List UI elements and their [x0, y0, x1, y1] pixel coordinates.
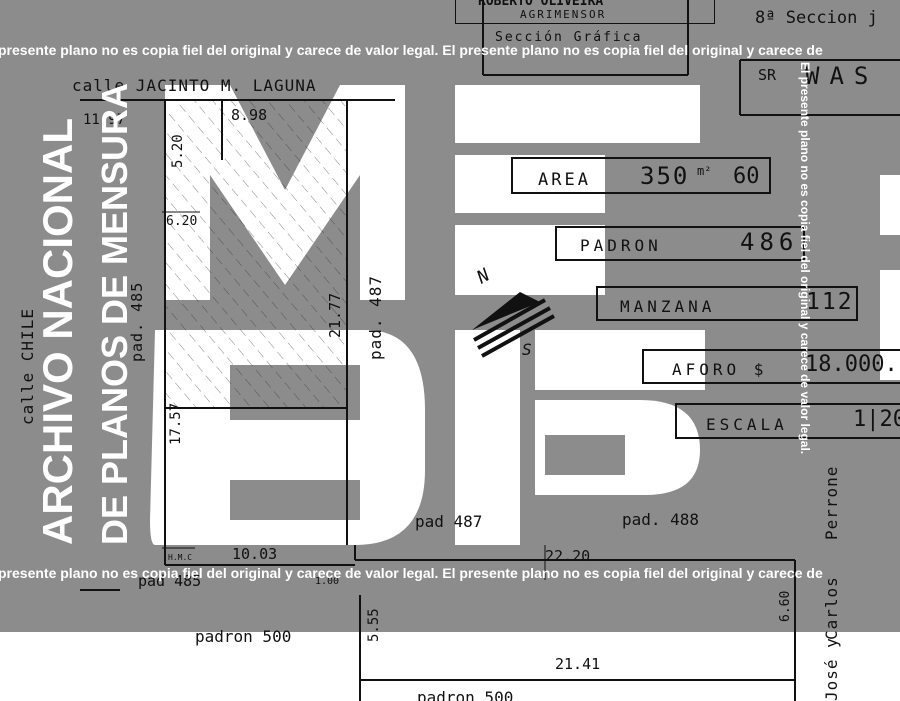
manzana-value: 112: [806, 289, 854, 315]
south-label: S: [522, 340, 532, 359]
watermark-disclaimer-top: presente plano no es copia fiel del orig…: [0, 42, 823, 58]
area-decimals: 60: [733, 164, 760, 189]
neighbor-perrone: Perrone: [822, 465, 841, 540]
escala-label: ESCALA: [706, 415, 788, 434]
area-unit: m²: [697, 164, 712, 178]
watermark-disclaimer-vertical: El presente plano no es copia fiel del o…: [798, 62, 812, 455]
parcel-487-bottom: pad 487: [415, 512, 483, 531]
parcel-485-bottom: pad 485: [138, 572, 202, 590]
owner-name: WAS: [805, 62, 879, 90]
watermark-overlay: [0, 0, 900, 632]
dim-6-60: 6.60: [778, 590, 793, 622]
padron-label: PADRON: [580, 236, 662, 255]
padron-500-a: padron 500: [195, 627, 292, 646]
neighbor-jose: José y: [822, 637, 841, 701]
aforo-value: 18.000.: [805, 352, 898, 377]
street-top: calle JACINTO M. LAGUNA: [72, 76, 317, 95]
aforo-label: AFORO $: [672, 360, 768, 379]
stamp-name: ROBERTO OLIVEIRA: [478, 0, 604, 9]
stamp-title: AGRIMENSOR: [520, 8, 607, 21]
parcel-488: pad. 488: [622, 510, 700, 529]
escala-box: [675, 403, 900, 439]
dim-5-20: 5.20: [170, 134, 186, 168]
area-value: 350: [640, 162, 690, 190]
area-box: [511, 157, 771, 194]
padron-box: [555, 226, 805, 261]
aforo-box: [642, 349, 900, 384]
dim-17-57: 17.57: [168, 402, 184, 445]
padron-500-b: padron 500: [417, 688, 514, 701]
escala-value: 1|20: [853, 407, 900, 432]
north-arrow-icon: [472, 292, 555, 358]
area-label: AREA: [538, 170, 591, 190]
dim-6-20: 6.20: [166, 214, 198, 229]
manzana-label: MANZANA: [620, 297, 716, 316]
dim-21-77: 21.77: [326, 292, 344, 338]
watermark-archive-line1: ARCHIVO NACIONAL: [34, 118, 81, 545]
watermark-archive-line2: DE PLANOS DE MENSURA: [94, 82, 135, 545]
neighbor-carlos: Carlos: [822, 576, 841, 640]
dim-1-00: 1.00: [315, 576, 340, 587]
section-label: 8ª Seccion j: [755, 8, 878, 28]
manzana-box: [596, 286, 858, 321]
owner-prefix: SR: [758, 66, 777, 84]
dim-11-97: 11.97: [83, 112, 126, 128]
dim-21-41: 21.41: [555, 655, 601, 673]
dim-22-20: 22.20: [545, 547, 591, 565]
dim-5-55: 5.55: [366, 608, 382, 642]
hmc-mark: H.M.C: [168, 553, 193, 562]
dim-8-98: 8.98: [231, 106, 268, 124]
stamp-section: Sección Gráfica: [495, 30, 643, 45]
watermark-disclaimer-bottom: presente plano no es copia fiel del orig…: [0, 565, 823, 581]
parcel-487-vertical: pad. 487: [366, 274, 385, 360]
dim-10-03: 10.03: [232, 545, 278, 563]
surveyor-stamp: [455, 0, 715, 24]
padron-value: 486: [740, 228, 799, 256]
